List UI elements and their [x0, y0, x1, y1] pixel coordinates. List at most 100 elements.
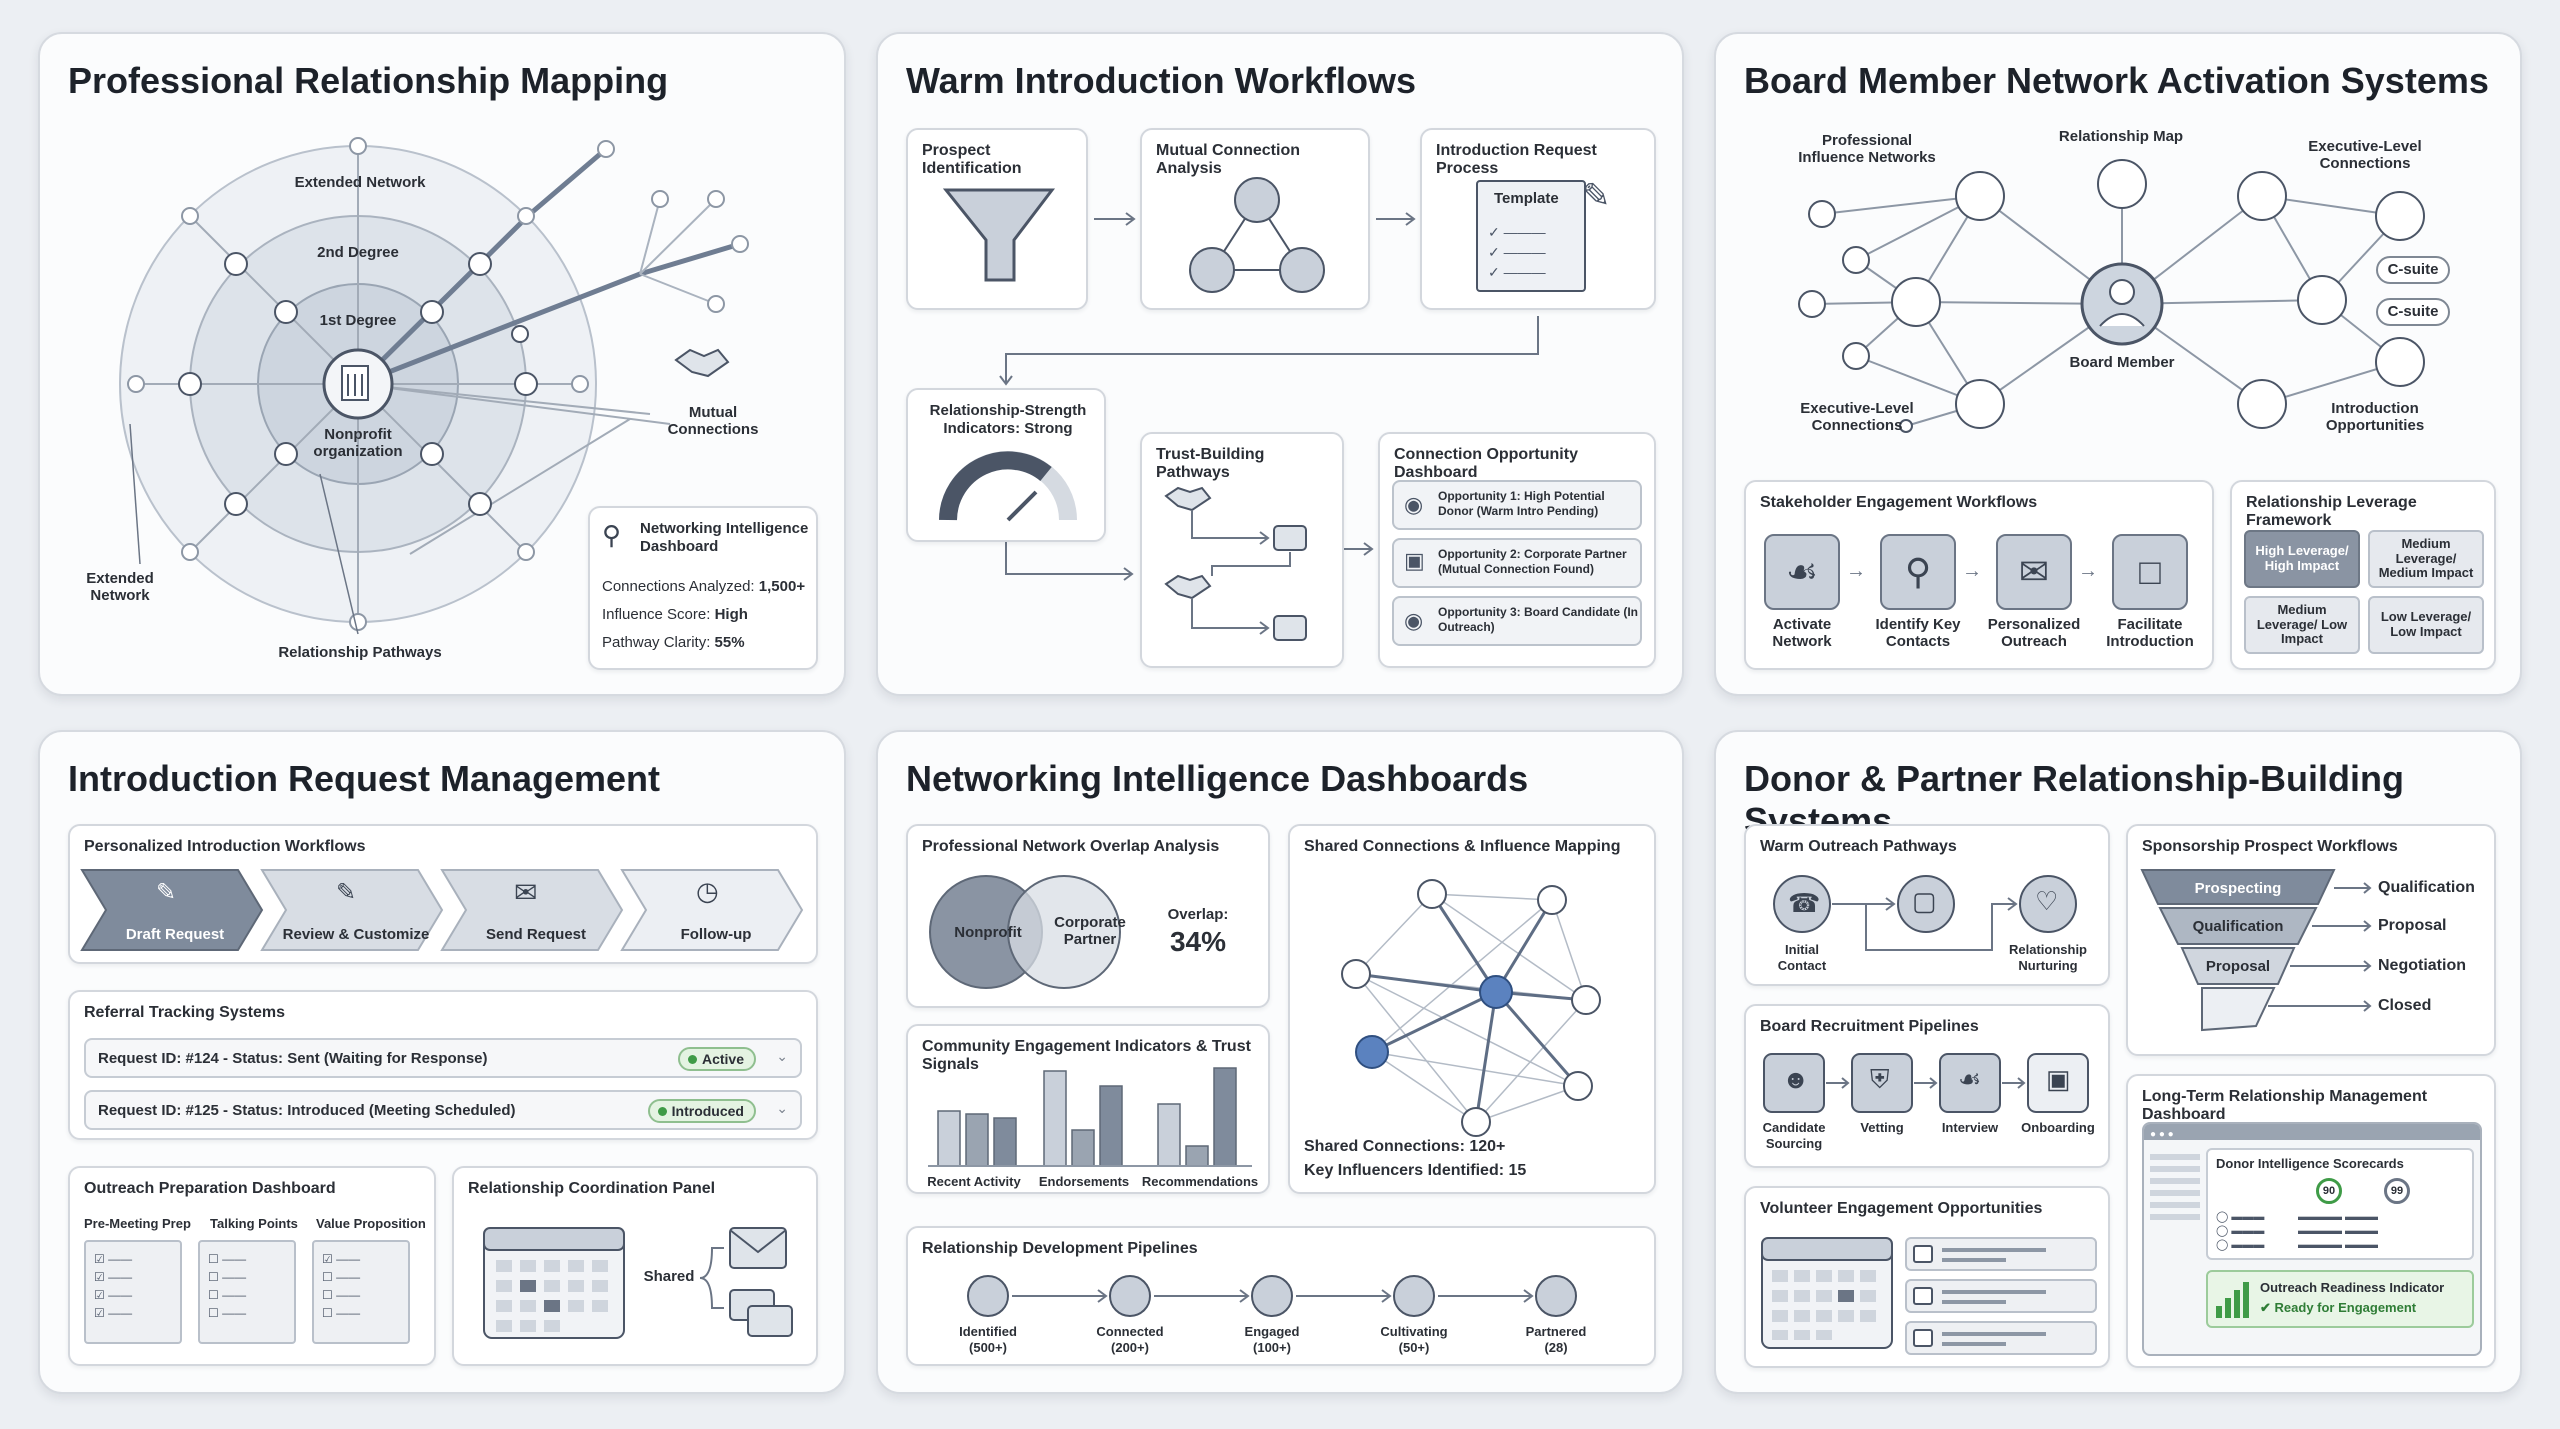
card-stakeholder-workflows: Stakeholder Engagement Workflows ☙ ⚲ ✉ □… [1744, 480, 2214, 670]
step-personalized-outreach[interactable]: ✉ [1996, 534, 2072, 610]
draft-icon: ✎ [156, 879, 177, 906]
step-identify-contacts[interactable]: ⚲ [1880, 534, 1956, 610]
request-row[interactable]: Request ID: #125 - Status: Introduced (M… [84, 1090, 802, 1130]
card-referral-tracking: Referral Tracking Systems Request ID: #1… [68, 990, 818, 1140]
card-warm-outreach: Warm Outreach Pathways ☎ ▢ ♡ Initial Con… [1744, 824, 2110, 986]
card-title: Mutual Connection Analysis [1156, 142, 1300, 177]
gauge-icon [939, 451, 1077, 522]
networking-intelligence-card: ⚲ Networking Intelligence Dashboard Conn… [588, 506, 818, 670]
card-network-overlap: Professional Network Overlap Analysis No… [906, 824, 1270, 1008]
leverage-tile[interactable]: Medium Leverage/ Medium Impact [2368, 530, 2484, 588]
card-longterm-dashboard: Long-Term Relationship Management Dashbo… [2126, 1074, 2496, 1368]
pipeline-stage: Engaged(100+) [1244, 1324, 1300, 1355]
leverage-tile[interactable]: High Leverage/ High Impact [2244, 530, 2360, 588]
card-title: Relationship Leverage Framework [2246, 494, 2417, 529]
template-label: Template [1494, 190, 1559, 207]
board-network-diagram [1798, 159, 2425, 433]
opportunity-item[interactable]: ◉ Opportunity 3: Board Candidate (In Out… [1392, 596, 1642, 646]
sponsorship-funnel [2140, 869, 2372, 1032]
shield-icon: ⛨ [1870, 1064, 1890, 1094]
pipeline-stage: Cultivating(50+) [1380, 1324, 1448, 1355]
shared-label: Shared [643, 1268, 695, 1285]
opportunity-item[interactable]: ▣ Opportunity 2: Corporate Partner (Mutu… [1392, 538, 1642, 588]
leverage-tile[interactable]: Medium Leverage/ Low Impact [2244, 596, 2360, 654]
engagement-bar [1071, 1129, 1095, 1167]
card-title: Stakeholder Engagement Workflows [1760, 494, 2038, 511]
engagement-bar [1099, 1085, 1123, 1167]
step-send[interactable]: Send Request [485, 926, 587, 943]
step-label: Candidate Sourcing [1762, 1120, 1826, 1151]
score-ring: 99 [2384, 1178, 2410, 1204]
volunteer-calendar [1761, 1237, 2097, 1355]
influence-graph [1341, 879, 1601, 1137]
person-icon: ◉ [1404, 608, 1424, 633]
label-mutual-connections: Mutual Connections [667, 404, 759, 439]
funnel-stage: Proposal [2205, 958, 2271, 975]
step-label: Facilitate Introduction [2106, 616, 2194, 651]
funnel-stage: Qualification [2192, 918, 2284, 935]
step-draft-request[interactable]: Draft Request [125, 926, 225, 943]
card-development-pipelines: Relationship Development Pipelines Ident… [906, 1226, 1656, 1366]
card-volunteer-engagement: Volunteer Engagement Opportunities [1744, 1186, 2110, 1368]
phone-icon: ☎ [1788, 888, 1821, 918]
pipeline-stage: Partnered(28) [1525, 1324, 1587, 1355]
step-facilitate-intro[interactable]: □ [2112, 534, 2188, 610]
engagement-bar [937, 1110, 961, 1167]
heart-icon: ♡ [2035, 886, 2059, 916]
dash-title: Networking Intelligence Dashboard [640, 520, 809, 555]
chat-icon: □ [2139, 551, 2161, 592]
card-title: Sponsorship Prospect Workflows [2142, 838, 2398, 855]
pencil-icon: ✎ [1582, 177, 1611, 215]
card-title: Relationship Coordination Panel [468, 1180, 716, 1197]
panel-intro-request-mgmt: Introduction Request Management Personal… [38, 730, 846, 1394]
step-review[interactable]: Review & Customize [282, 926, 430, 943]
pencil-icon: ✎ [336, 879, 357, 906]
step-activate-network[interactable]: ☙ [1764, 534, 1840, 610]
csuite-tag: C-suite [2376, 256, 2450, 284]
key-influencers-count: Key Influencers Identified: 15 [1304, 1162, 1527, 1179]
bar-group-label: Endorsements [1038, 1174, 1130, 1189]
panel-title: Warm Introduction Workflows [906, 60, 1416, 101]
card-prospect-identification: Prospect Identification [906, 128, 1088, 310]
chevron-down-icon[interactable]: ⌄ [776, 1048, 788, 1064]
step-label: Interview [1941, 1120, 1999, 1135]
chevron-down-icon[interactable]: ⌄ [776, 1100, 788, 1116]
card-board-recruitment: Board Recruitment Pipelines ☻ ⛨ ☙ ▣ Cand… [1744, 1004, 2110, 1168]
workflow-arrows [999, 212, 1539, 581]
label-board-member: Board Member [2069, 354, 2175, 371]
label-intro-opps: Introduction Opportunities [2325, 400, 2425, 435]
panel-title: Networking Intelligence Dashboards [906, 758, 1529, 799]
card-leverage-framework: Relationship Leverage Framework High Lev… [2230, 480, 2496, 670]
pipeline-stage: Connected(200+) [1096, 1324, 1164, 1355]
card-mutual-connection: Mutual Connection Analysis [1140, 128, 1370, 310]
label-exec-top: Executive-Level Connections [2308, 138, 2422, 173]
card-outreach-prep: Outreach Preparation Dashboard Pre-Meeti… [68, 1166, 436, 1366]
label-second-degree: 2nd Degree [317, 244, 399, 261]
column-label: Value Proposition [316, 1216, 426, 1231]
person-icon: ◉ [1404, 492, 1424, 517]
status-badge: Active [677, 1047, 756, 1071]
panel-networking-intelligence: Networking Intelligence Dashboards Profe… [876, 730, 1684, 1394]
card-intro-workflows: Personalized Introduction Workflows ✎ ✎ … [68, 824, 818, 964]
engagement-bar [1213, 1067, 1237, 1167]
trust-pathway-diagram [1164, 486, 1307, 641]
leverage-tile[interactable]: Low Leverage/ Low Impact [2368, 596, 2484, 654]
scorecards-title: Donor Intelligence Scorecards [2216, 1156, 2404, 1171]
step-follow-up[interactable]: Follow-up [680, 926, 752, 943]
request-row[interactable]: Request ID: #124 - Status: Sent (Waiting… [84, 1038, 802, 1078]
label-extended-left: Extended Network [86, 570, 154, 605]
handshake-icon [674, 348, 730, 378]
ready-status: ✔ Ready for Engagement [2260, 1300, 2417, 1315]
opportunity-item[interactable]: ◉ Opportunity 1: High Potential Donor (W… [1392, 480, 1642, 530]
card-community-engagement: Community Engagement Indicators & Trust … [906, 1024, 1270, 1194]
handshake-icon: ☙ [1958, 1064, 1982, 1094]
label-center-org: Nonprofit organization [313, 426, 403, 461]
checklist-doc: ☑ ——☐ ——☐ ——☐ —— [312, 1240, 410, 1344]
csuite-tag: C-suite [2376, 298, 2450, 326]
search-icon: ⚲ [602, 520, 622, 550]
panel-title: Board Member Network Activation Systems [1744, 60, 2489, 101]
bar-group-label: Recommendations [1141, 1174, 1259, 1189]
engagement-bar [993, 1117, 1017, 1167]
card-title: Prospect Identification [922, 142, 1022, 177]
funnel-output: Closed [2378, 997, 2432, 1014]
